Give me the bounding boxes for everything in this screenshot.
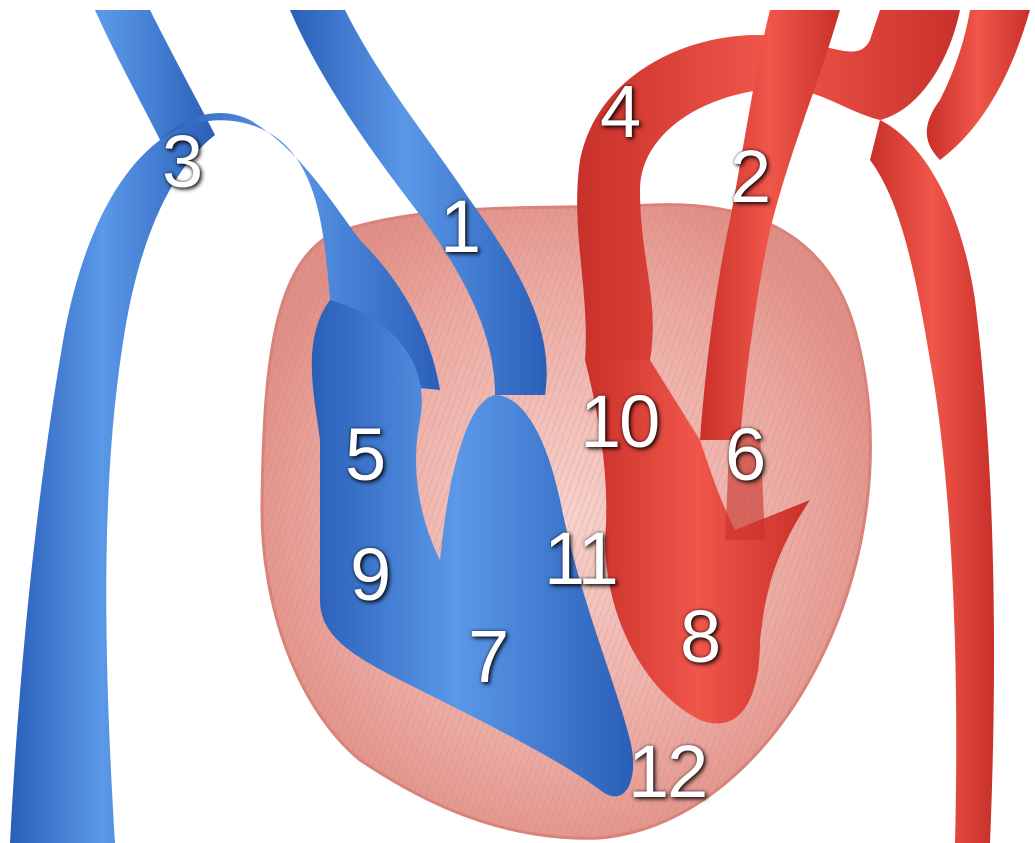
descending-artery [870, 120, 994, 843]
label-5: 5 [345, 418, 384, 492]
label-12: 12 [628, 735, 706, 809]
label-8: 8 [680, 600, 719, 674]
label-9: 9 [350, 538, 389, 612]
label-11: 11 [544, 522, 617, 596]
label-4: 4 [600, 75, 639, 149]
label-10: 10 [580, 385, 658, 459]
label-2: 2 [730, 140, 769, 214]
label-3: 3 [162, 125, 201, 199]
label-1: 1 [440, 190, 479, 264]
label-6: 6 [725, 418, 764, 492]
label-7: 7 [468, 620, 507, 694]
